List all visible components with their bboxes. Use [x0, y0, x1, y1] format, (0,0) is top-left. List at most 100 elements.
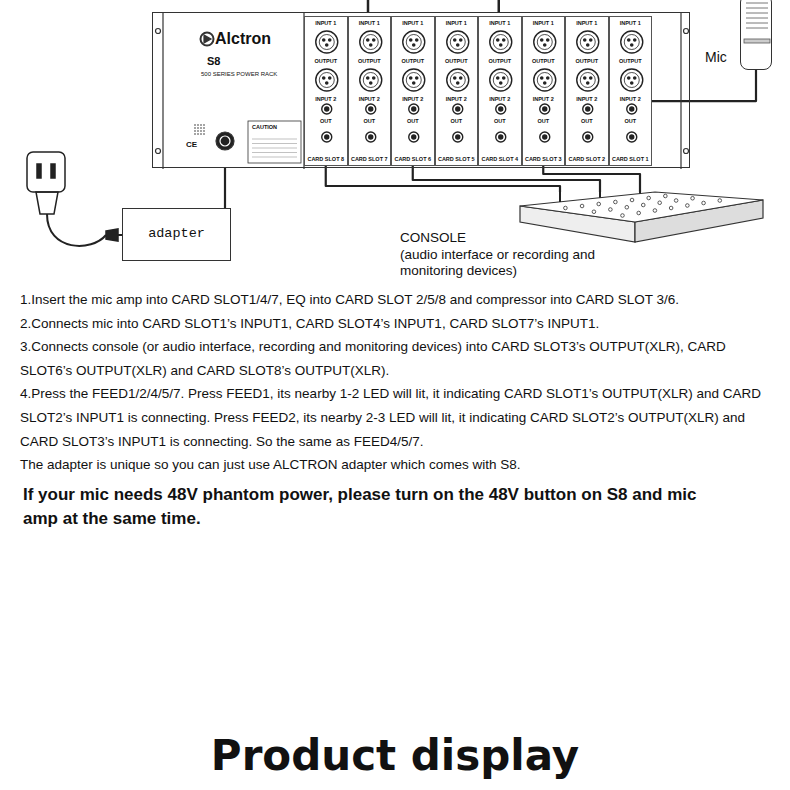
- card-slot-drawing-part-part: [410, 77, 412, 79]
- card-slot-drawing-part-part: [497, 77, 499, 79]
- card-slot-drawing-part-part: [497, 39, 499, 41]
- card-slot-drawing-part-part: [583, 104, 593, 114]
- card-slot-drawing-part-part: [363, 35, 378, 50]
- microphone-drawing-part-part: [746, 3, 768, 4]
- card-slot-drawing-part: [316, 31, 338, 142]
- card-slot-drawing-part-part: [627, 77, 629, 79]
- slot-label: INPUT 2: [610, 96, 652, 103]
- card-slot-drawing-part-part: [503, 77, 505, 79]
- slot-label: OUT: [349, 118, 391, 125]
- mic-cable: [368, 0, 499, 12]
- caution-label: CAUTION: [252, 124, 277, 131]
- card-slot-drawing-part-part: [416, 77, 418, 79]
- power-rack-drawing-part-part: [156, 29, 161, 34]
- card-slot-drawing-part-part: [412, 107, 416, 111]
- card-slot-drawing-part-part: [365, 132, 375, 142]
- power-rack-drawing-part-part: [203, 130, 205, 132]
- card-slot-drawing-part-part: [413, 44, 415, 46]
- power-rack: AlctronS8500 SERIES POWER RACKINPUT 1OUT…: [152, 12, 690, 168]
- console-drawing-part-part: [639, 192, 641, 194]
- card-slot-drawing-part-part: [450, 73, 465, 88]
- slot-label: OUT: [479, 118, 521, 125]
- console-drawing-part-part: [686, 204, 690, 208]
- microphone-drawing-part-part: [746, 28, 768, 29]
- card-slot-drawing-part-part: [456, 44, 458, 46]
- card-slot-drawing-part-part: [543, 44, 545, 46]
- slot-label: OUT: [566, 118, 608, 125]
- card-slot-drawing-part-part: [412, 135, 416, 139]
- card-slot-drawing-part-part: [540, 77, 542, 79]
- console-drawing-part-part: [559, 192, 561, 202]
- slot-label: OUT: [436, 118, 478, 125]
- console-drawing-part-part: [599, 192, 601, 198]
- console-drawing-part-part: [647, 196, 651, 200]
- mic-cable-part: [498, 0, 501, 12]
- power-rack-drawing-part-part: [197, 127, 199, 129]
- card-slot-drawing-part: [533, 31, 555, 142]
- card-slot-drawing-part-part: [630, 82, 632, 84]
- power-rack-drawing-part-part: [252, 143, 297, 144]
- node-label: CONSOLE: [400, 230, 625, 246]
- slot-label: INPUT 1: [436, 20, 478, 27]
- card-slot-drawing-part-part: [450, 35, 465, 50]
- card-slot-drawing-part-part: [459, 39, 461, 41]
- power-rack-drawing-part-part: [194, 130, 196, 132]
- power-rack-drawing-part-part: [684, 29, 689, 34]
- console-drawing-part-part: [597, 202, 601, 206]
- slot-label: INPUT 1: [479, 20, 521, 27]
- power-rack-drawing-part-part: [252, 152, 297, 153]
- power-adapter: adapter: [122, 208, 231, 261]
- console-drawing-part-part: [630, 198, 634, 202]
- power-rack-drawing-part-part: [216, 132, 234, 150]
- slot-label: OUTPUT: [479, 58, 521, 65]
- node-label: Mic: [705, 49, 727, 66]
- console-drawing-part: [520, 192, 763, 242]
- card-slot-drawing-part-part: [629, 107, 633, 111]
- card-slot-drawing-part-part: [413, 82, 415, 84]
- slot-label: INPUT 1: [392, 20, 434, 27]
- card-slot-drawing: [566, 17, 608, 165]
- card-slot-drawing-part-part: [359, 69, 381, 91]
- console-drawing-part-part: [658, 201, 662, 205]
- card-slot-drawing-part-part: [406, 35, 421, 50]
- card-slot-drawing-part-part: [624, 73, 639, 88]
- cable: [413, 166, 600, 192]
- power-rack-drawing-part-part: [194, 124, 196, 126]
- card-slot-drawing-part-part: [633, 77, 635, 79]
- card-slot-drawing-part-part: [403, 31, 425, 53]
- card-slot-drawing-part-part: [453, 77, 455, 79]
- card-slot-drawing-part: [403, 31, 425, 142]
- slot-label: CARD SLOT 7: [349, 156, 391, 163]
- card-slot-drawing-part-part: [629, 135, 633, 139]
- card-slot-drawing-part-part: [316, 31, 338, 53]
- brand-text: S8: [207, 55, 220, 68]
- card-slot-drawing-part-part: [452, 132, 462, 142]
- slot-label: INPUT 2: [523, 96, 565, 103]
- card-slot-drawing-part-part: [620, 69, 642, 91]
- console-drawing-part-part: [637, 211, 641, 215]
- card-slot-drawing-part-part: [446, 69, 468, 91]
- node-label: adapter: [123, 226, 230, 242]
- power-rack-drawing-part-part: [194, 133, 196, 135]
- card-slot-drawing-part-part: [500, 44, 502, 46]
- console-drawing-part-part: [718, 199, 722, 203]
- mic-cable-part: [367, 0, 370, 12]
- card-slot-drawing: [479, 17, 521, 165]
- power-rack-drawing-part-part: [203, 124, 205, 126]
- card-slot-drawing-part-part: [496, 132, 506, 142]
- slot-label: INPUT 2: [349, 96, 391, 103]
- microphone-drawing-part-part: [746, 13, 768, 14]
- card-slot-drawing-part-part: [587, 44, 589, 46]
- slot-label: INPUT 2: [479, 96, 521, 103]
- console-drawing-part-part: [653, 209, 657, 213]
- card-slot-drawing-part-part: [627, 39, 629, 41]
- card-slot-drawing-part-part: [539, 104, 549, 114]
- card-slot-drawing-part-part: [543, 82, 545, 84]
- card-slot-drawing-part: [490, 31, 512, 142]
- power-plug-part: [27, 152, 65, 192]
- card-slot-drawing-part-part: [586, 107, 590, 111]
- slot-label: OUT: [392, 118, 434, 125]
- card-slot-drawing-part-part: [455, 107, 459, 111]
- ce-mark: CE: [186, 140, 197, 150]
- card-slot-drawing-part-part: [626, 104, 636, 114]
